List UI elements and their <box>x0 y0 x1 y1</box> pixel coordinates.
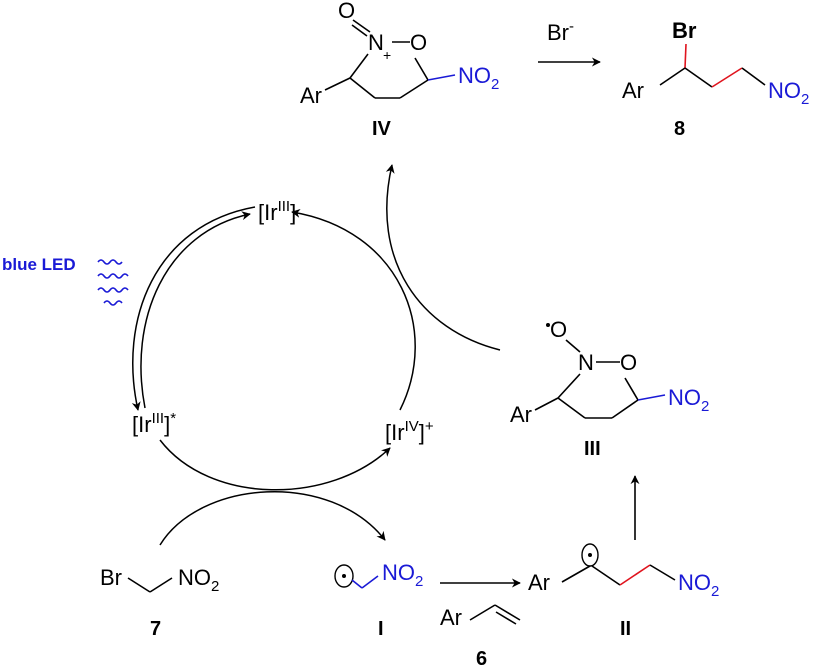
svg-text:[IrIII]: [IrIII] <box>258 198 296 225</box>
return-arc <box>140 211 251 409</box>
svg-text:+: + <box>383 47 391 63</box>
radical-orbital-icon <box>581 543 599 567</box>
iii-to-iv-arc <box>385 164 501 351</box>
set-arc <box>159 491 386 546</box>
svg-text:NO2: NO2 <box>382 560 423 590</box>
svg-text:8: 8 <box>674 118 685 140</box>
compound-iii: O N O Ar NO2 III <box>510 317 709 460</box>
svg-text:O: O <box>550 317 567 342</box>
svg-text:[IrIII]*: [IrIII]* <box>132 410 176 437</box>
svg-text:NO2: NO2 <box>768 78 809 108</box>
compound-7: Br NO2 7 <box>100 565 219 640</box>
svg-text:Ar: Ar <box>510 402 532 427</box>
svg-text:[IrIV]+: [IrIV]+ <box>385 418 434 445</box>
svg-text:NO2: NO2 <box>678 570 719 600</box>
svg-text:O: O <box>410 30 427 55</box>
svg-text:Ar: Ar <box>300 83 322 108</box>
svg-text:7: 7 <box>150 618 161 640</box>
svg-text:Ar: Ar <box>528 570 550 595</box>
svg-text:I: I <box>378 618 384 640</box>
svg-text:6: 6 <box>476 648 487 670</box>
reduction-arc <box>291 208 416 411</box>
excitation-arc <box>131 206 256 411</box>
compound-6: Ar 6 <box>440 604 521 670</box>
svg-text:N: N <box>368 30 384 55</box>
svg-text:Br-: Br- <box>547 18 574 45</box>
svg-text:III: III <box>584 438 601 460</box>
svg-text:Br: Br <box>100 565 122 590</box>
svg-text:IV: IV <box>372 118 392 140</box>
ir3-label: [IrIII] <box>258 198 296 225</box>
light-wave-icon <box>97 259 129 306</box>
svg-text:O: O <box>620 350 637 375</box>
ir3-excited-label: [IrIII]* <box>132 410 176 437</box>
svg-text:II: II <box>620 618 631 640</box>
svg-text:Ar: Ar <box>622 78 644 103</box>
compound-8: Br Ar NO2 8 <box>622 18 809 140</box>
svg-text:NO2: NO2 <box>178 565 219 595</box>
svg-text:N: N <box>578 350 594 375</box>
svg-text:Ar: Ar <box>440 605 462 630</box>
catalytic-cycle <box>131 164 501 546</box>
compound-iv: O N + O Ar NO2 IV <box>300 0 499 140</box>
oxidation-arc <box>159 439 391 491</box>
bromide-arrow: Br- <box>538 18 601 67</box>
radical-orbital-icon <box>334 564 354 588</box>
radical-ii: Ar NO2 II <box>528 543 719 640</box>
blue-led-label: blue LED <box>2 255 76 274</box>
svg-text:NO2: NO2 <box>458 63 499 93</box>
svg-text:Br: Br <box>672 18 697 43</box>
ir4-label: [IrIV]+ <box>385 418 434 445</box>
svg-text:O: O <box>338 0 355 23</box>
radical-i: NO2 I <box>334 560 423 640</box>
svg-text:NO2: NO2 <box>668 385 709 415</box>
